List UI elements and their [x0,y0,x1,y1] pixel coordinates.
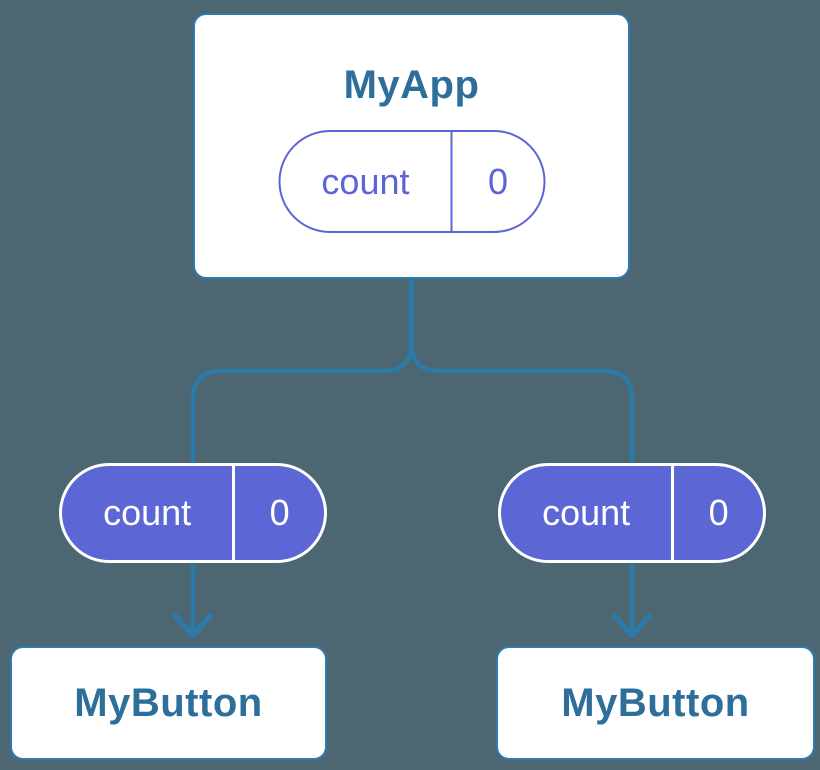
child-component-title: MyButton [561,680,750,725]
root-component-title: MyApp [343,63,480,107]
arrow-down-icon [611,613,653,639]
child-component-title: MyButton [74,680,263,725]
root-state-pill: count 0 [278,130,545,233]
child-left-component-card: MyButton [10,646,327,760]
state-value: 0 [671,466,763,560]
child-left-state-pill: count 0 [59,463,327,563]
child-right-state-pill: count 0 [498,463,766,563]
state-value: 0 [232,466,324,560]
state-key-label: count [542,492,631,533]
root-component-card: MyApp count 0 [193,13,630,279]
connector-left-branch [190,278,414,632]
state-value: 0 [450,132,543,231]
state-key-label: count [321,160,410,202]
state-key-label: count [103,492,192,533]
arrow-down-icon [172,613,214,639]
connector-right-branch [409,278,635,632]
child-right-component-card: MyButton [496,646,815,760]
